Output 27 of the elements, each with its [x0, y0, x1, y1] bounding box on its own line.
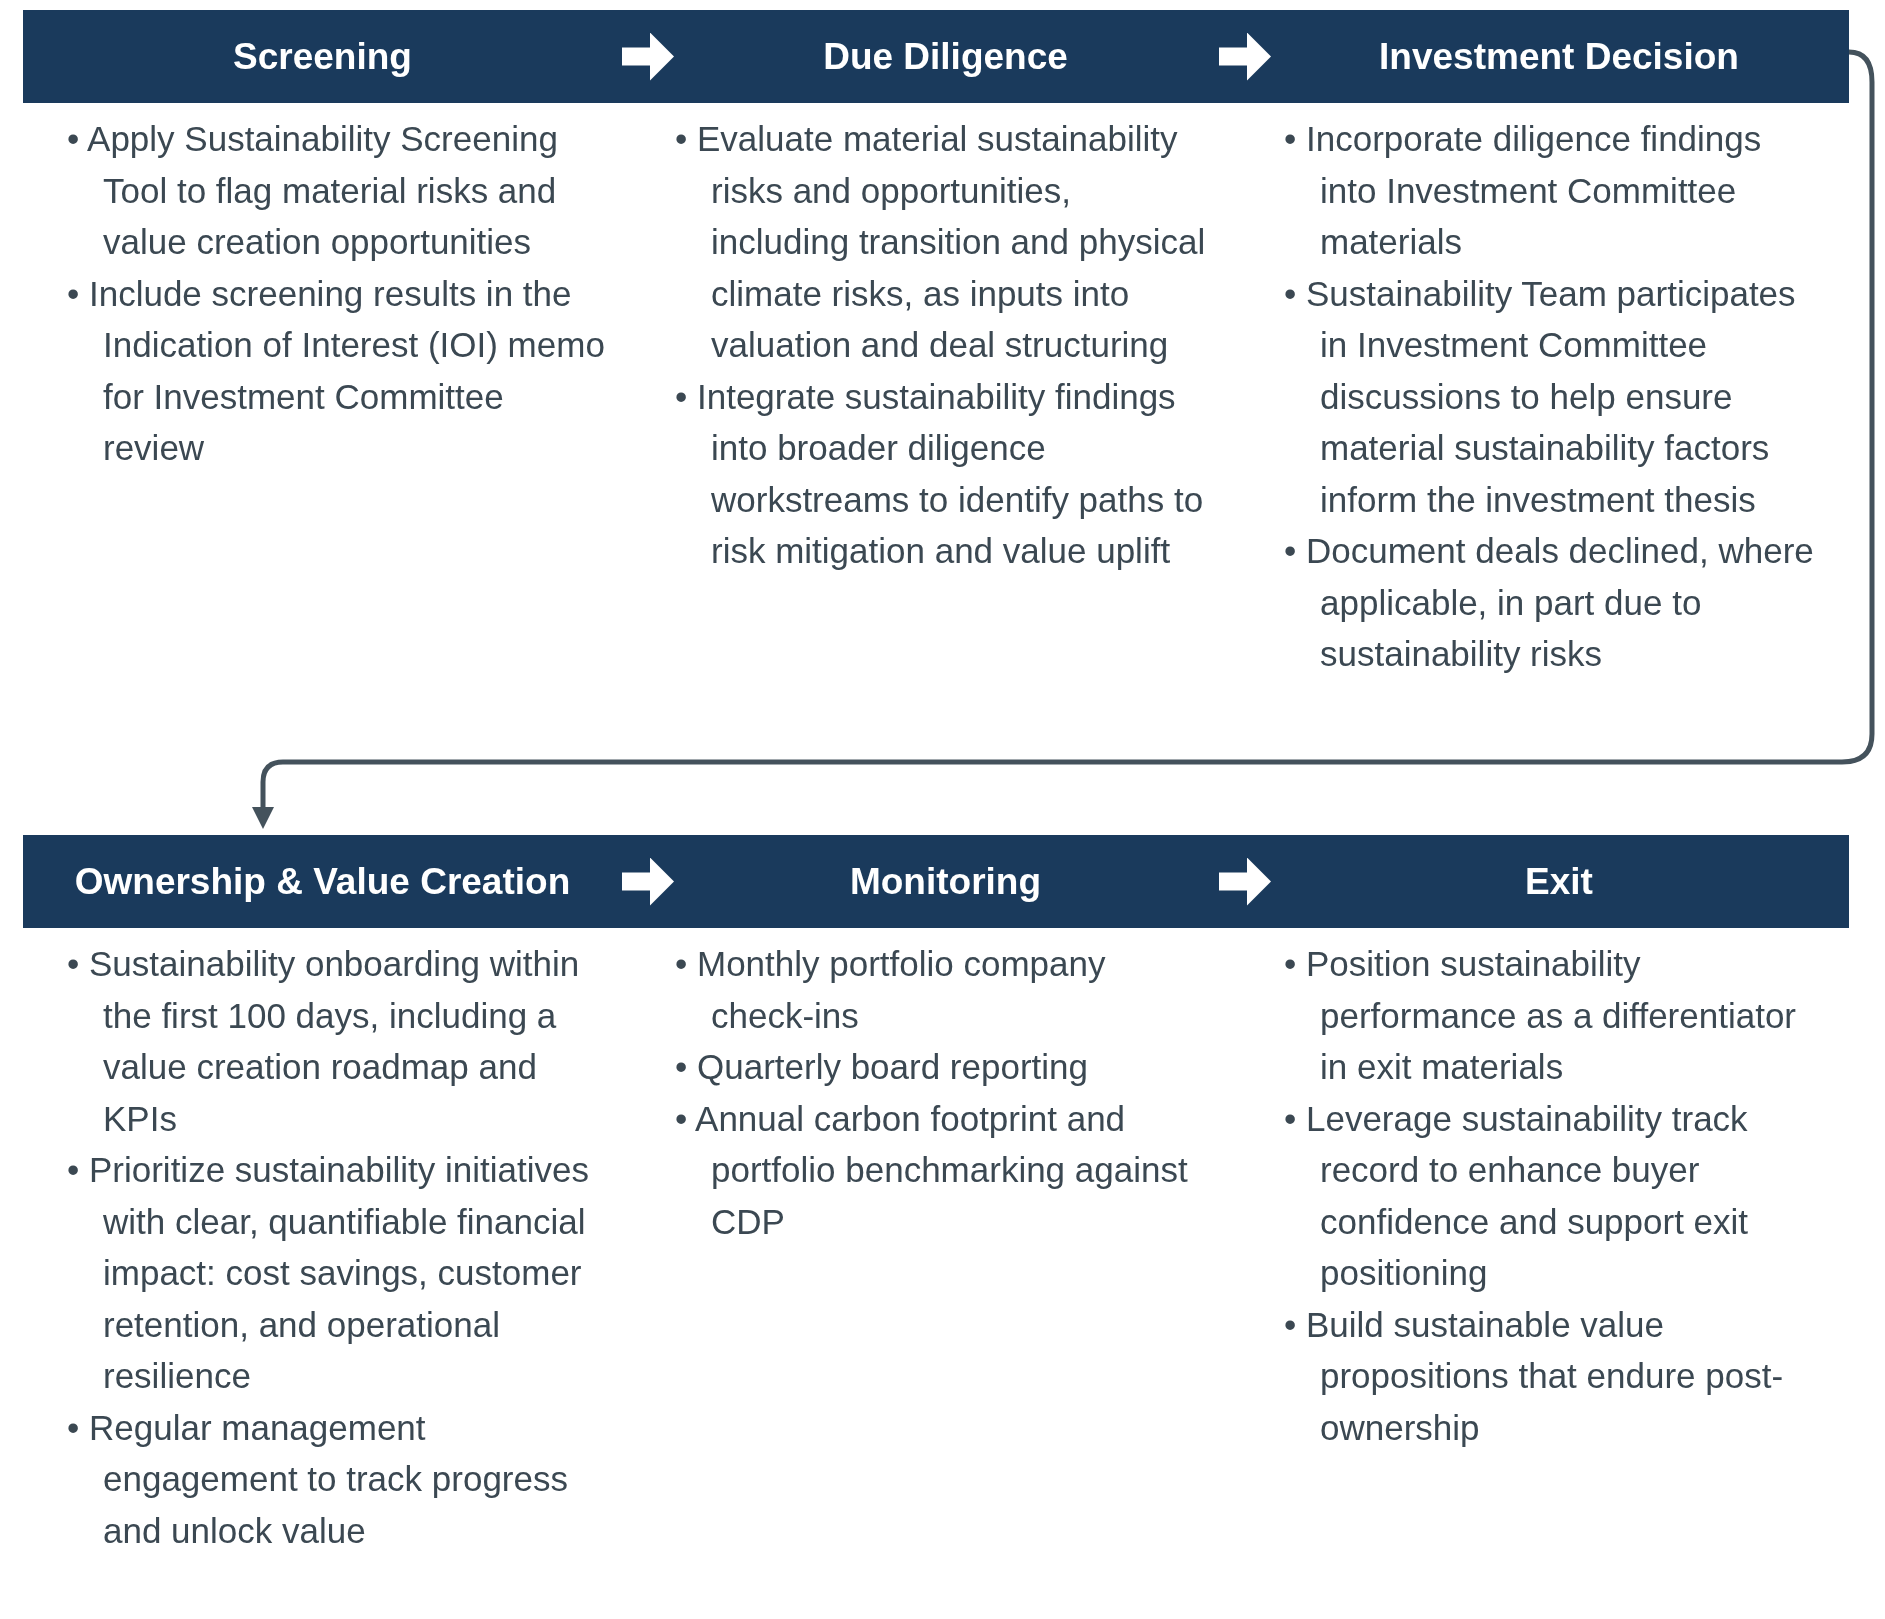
bullet-item: • Position sustainability performance as a differentiator in exit materials [1284, 943, 1797, 1088]
bullet-item: • Sustainability Team participates in Investment Committee discussions to help ensure material sustainability factors inform the investment thesis [1284, 272, 1797, 521]
stage-heading: Monitoring [848, 860, 1043, 904]
arrow [1219, 857, 1271, 906]
stage-heading: Screening [232, 35, 413, 79]
arrow [1219, 32, 1271, 81]
bullet-item: • Regular management engagement to track progress and unlock value [67, 1406, 569, 1552]
bullet-item: • Incorporate diligence findings into Investment Committee materials [1284, 118, 1763, 263]
arrow [252, 49, 1875, 829]
stage-heading: Exit [1524, 860, 1594, 904]
bullet-item: • Monthly portfolio company check-ins [675, 943, 1107, 1037]
arrow [622, 857, 674, 906]
bullet-item: • Evaluate material sustainability risks and opportunities, including transition and physical climate risks, as inputs into valuation and deal structuring [675, 118, 1207, 366]
bullet-item: • Sustainability onboarding within the first 100 days, including a value creation roadmap and KPIs [67, 943, 581, 1140]
bullet-item: • Leverage sustainability track record to enhance buyer confidence and support exit positioning [1284, 1097, 1750, 1294]
stage-heading: Ownership & Value Creation [73, 860, 572, 904]
arrow [622, 32, 674, 81]
bullet-item: • Include screening results in the Indication of Interest (IOI) memo for Investment Committee review [67, 272, 606, 469]
bullet-item: • Prioritize sustainability initiatives with clear, quantifiable financial impact: cost savings, customer retention, and operational resilience [67, 1149, 590, 1397]
bullet-item: • Apply Sustainability Screening Tool to flag material risks and value creation opportunities [67, 118, 559, 263]
stage-heading: Due Diligence [822, 35, 1069, 79]
bullet-item: • Integrate sustainability findings into broader diligence workstreams to identify paths to risk mitigation and value uplift [675, 375, 1205, 572]
bullet-item: • Quarterly board reporting [675, 1046, 1089, 1088]
bullet-item: • Build sustainable value propositions that endure post-ownership [1284, 1303, 1785, 1449]
bullet-item: • Document deals declined, where applicable, in part due to sustainability risks [1284, 530, 1815, 675]
stage-heading: Investment Decision [1378, 35, 1740, 79]
bullet-item: • Annual carbon footprint and portfolio benchmarking against CDP [675, 1097, 1189, 1243]
